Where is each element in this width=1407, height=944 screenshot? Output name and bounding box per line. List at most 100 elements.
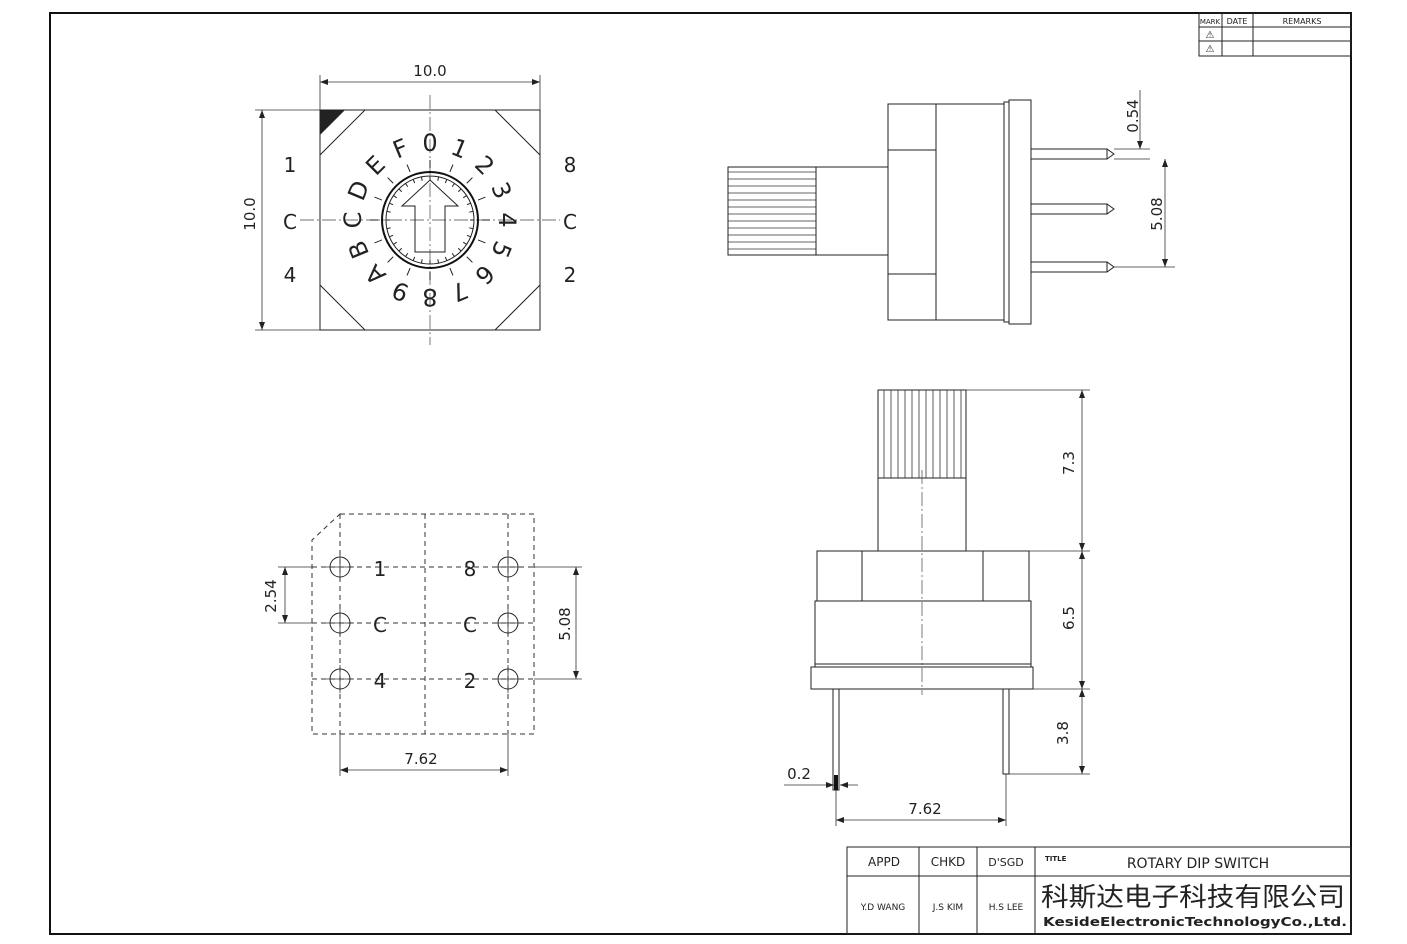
dial-tick [406, 267, 411, 276]
dial-position-label: 0 [422, 129, 437, 157]
chkd-name: J.S KIM [932, 903, 963, 913]
dial-tooth [420, 259, 423, 264]
dial-tooth [451, 252, 455, 257]
dial-tooth [469, 210, 474, 213]
dial-tick [387, 256, 394, 263]
dial-position-label: 1 [447, 133, 472, 165]
dial-position-label: 9 [388, 275, 413, 307]
dial-tooth [389, 202, 394, 206]
fp-right-label-c: C [463, 613, 477, 637]
dial-tooth [451, 183, 455, 188]
top-right-label-2: 2 [564, 263, 577, 287]
dial-position-label: A [359, 258, 391, 290]
fp-left-label-c: C [373, 613, 387, 637]
dial-position-label: 8 [422, 283, 437, 311]
dial-position-label: 3 [485, 178, 517, 203]
dial-tooth [398, 247, 403, 252]
dial-tooth [405, 183, 409, 188]
dial-position-label: 7 [447, 275, 472, 307]
dial-tick [374, 196, 383, 201]
dsgd-name: H.S LEE [989, 903, 1024, 913]
appd-name: Y.D WANG [860, 903, 906, 913]
drawing-frame [49, 12, 1352, 935]
dial-tick [477, 196, 486, 201]
chkd-label: CHKD [931, 855, 966, 869]
drawing-title: ROTARY DIP SWITCH [1127, 856, 1269, 872]
dial-tooth [420, 176, 423, 181]
dial-tick [387, 177, 394, 184]
rev-row1-mark-icon: ⚠ [1206, 30, 1215, 41]
dial-tick [466, 256, 473, 263]
dial-tooth [444, 256, 448, 261]
dial-tooth [437, 259, 440, 264]
top-width-dim: 10.0 [413, 62, 446, 80]
side-pin-thickness-dim: 0.54 [1124, 99, 1142, 132]
dial-tick [374, 239, 383, 244]
front-body-height-dim: 6.5 [1060, 606, 1078, 630]
company-name-cn: 科斯达电子科技有限公司 [1041, 883, 1345, 913]
dial-tick [406, 164, 411, 173]
company-name-en: KesideElectronicTechnologyCo.,Ltd. [1043, 915, 1347, 929]
dial-tooth [437, 176, 440, 181]
dial-tooth [386, 227, 391, 230]
top-right-label-c: C [563, 210, 577, 234]
dial-tooth [386, 210, 391, 213]
dial-tooth [389, 234, 394, 238]
rev-header-mark: MARK [1200, 18, 1221, 26]
fp-right-label-2: 2 [464, 669, 477, 693]
dial-tooth [393, 195, 398, 199]
dial-position-label: D [342, 177, 375, 205]
title-label: TITLE [1045, 855, 1067, 863]
top-height-dim: 10.0 [241, 197, 259, 230]
dial-tooth [466, 202, 471, 206]
fp-left-label-4: 4 [374, 669, 387, 693]
dial-position-label: 2 [469, 150, 500, 181]
title-block: APPD CHKD D'SGD Y.D WANG J.S KIM H.S LEE… [846, 846, 1352, 935]
dial-position-label: 6 [469, 259, 500, 290]
dial-position-label: B [343, 237, 375, 263]
fp-left-label-1: 1 [374, 557, 387, 581]
rev-header-remarks: REMARKS [1283, 17, 1322, 26]
front-pin-length-dim: 3.8 [1054, 721, 1072, 745]
top-left-label-1: 1 [284, 153, 297, 177]
dial-tick [477, 239, 486, 244]
dial-tooth [412, 179, 416, 184]
dial-tooth [466, 234, 471, 238]
dial-tooth [398, 188, 403, 193]
dial-position-label: E [360, 150, 391, 181]
front-pin-width-dim: 0.2 [787, 765, 811, 783]
fp-right-label-8: 8 [464, 557, 477, 581]
dial-tooth [405, 252, 409, 257]
dial-position-label: C [339, 212, 367, 229]
rev-header-date: DATE [1227, 17, 1248, 26]
top-left-label-4: 4 [284, 263, 297, 287]
dsgd-label: D'SGD [988, 856, 1023, 869]
dial-position-label: 5 [485, 237, 517, 262]
footprint-view: 1 C 4 8 C 2 2.54 5.08 7.62 [262, 513, 582, 776]
dial-tooth [412, 256, 416, 261]
dial-tooth [457, 247, 462, 252]
front-pin-spacing-dim: 7.62 [908, 800, 941, 818]
front-view: 7.3 6.5 3.8 0.2 7.62 [784, 389, 1090, 826]
dial-tooth [393, 241, 398, 245]
top-left-label-c: C [283, 210, 297, 234]
dial-tick [449, 164, 454, 173]
side-view: 0.54 5.08 [727, 90, 1175, 325]
dial-tooth [462, 241, 467, 245]
dial-tooth [462, 195, 467, 199]
fp-row-spacing-dim: 7.62 [404, 750, 437, 768]
dial-tooth [444, 179, 448, 184]
dial-tooth [469, 227, 474, 230]
top-right-label-8: 8 [564, 153, 577, 177]
revision-table: MARK DATE REMARKS ⚠ ⚠ [1198, 12, 1352, 57]
fp-pitch-large-dim: 5.08 [556, 607, 574, 640]
rev-row2-mark-icon: ⚠ [1206, 44, 1215, 55]
dial-tick [466, 177, 473, 184]
dial-position-label: 4 [493, 212, 521, 227]
dial-tooth [457, 188, 462, 193]
front-shaft-height-dim: 7.3 [1060, 451, 1078, 475]
dial-tick [449, 267, 454, 276]
side-pin-pitch-dim: 5.08 [1148, 197, 1166, 230]
